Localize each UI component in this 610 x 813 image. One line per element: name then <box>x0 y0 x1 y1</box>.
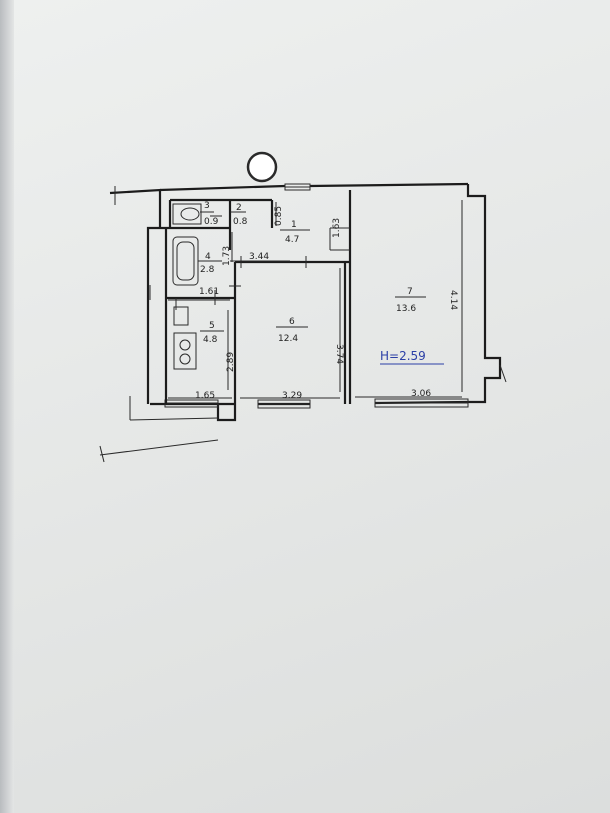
room-4-number: 4 <box>205 252 211 262</box>
area-separators <box>198 211 426 332</box>
dim-3-44: 3.44 <box>249 252 269 262</box>
room-2-area: 0.8 <box>233 217 248 227</box>
glare-spot <box>246 151 278 183</box>
dim-0-85: 0.85 <box>274 206 284 226</box>
ceiling-height: H=2.59 <box>380 349 426 363</box>
dim-3-29: 3.29 <box>282 391 302 401</box>
room-3-number: 3 <box>204 201 210 211</box>
interior-walls <box>160 190 352 404</box>
dim-3-06: 3.06 <box>411 389 431 399</box>
room-7-number: 7 <box>407 287 413 297</box>
sink-icon <box>173 306 189 326</box>
outer-walls <box>99 182 507 463</box>
doors <box>175 215 307 310</box>
room-1-area: 4.7 <box>285 235 299 245</box>
dim-4-14: 4.14 <box>448 290 458 310</box>
room-1-number: 1 <box>291 220 297 230</box>
stove-icon <box>173 332 197 370</box>
windows <box>164 183 469 409</box>
dim-1-63: 1.63 <box>332 218 342 238</box>
dimension-lines <box>168 200 463 399</box>
dim-1-61: 1.61 <box>199 287 219 297</box>
room-5-number: 5 <box>209 321 215 331</box>
dim-2-89: 2.89 <box>226 352 236 372</box>
paper-left-edge <box>0 0 14 813</box>
room-4-area: 2.8 <box>200 265 215 275</box>
fixtures <box>172 203 202 370</box>
room-6-area: 12.4 <box>278 334 298 344</box>
toilet-icon <box>172 203 202 225</box>
room-3-area: 0.9 <box>204 217 219 227</box>
dim-1-65: 1.65 <box>195 391 215 401</box>
dim-3-74: 3.74 <box>334 344 344 364</box>
dim-1-73: 1.73 <box>222 246 232 266</box>
room-7-area: 13.6 <box>396 304 416 314</box>
room-2-number: 2 <box>236 203 242 213</box>
room-5-area: 4.8 <box>203 335 218 345</box>
room-6-number: 6 <box>289 317 295 327</box>
